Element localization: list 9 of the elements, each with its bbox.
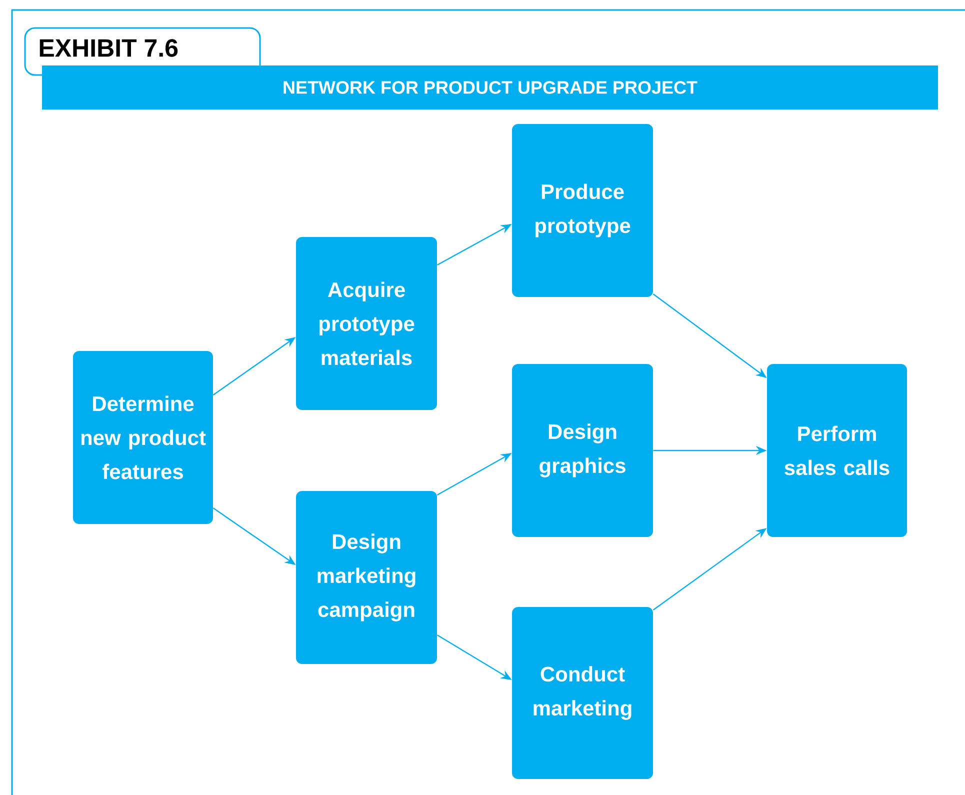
task-box: Design marketing campaign bbox=[296, 491, 437, 664]
exhibit-label: EXHIBIT 7.6 bbox=[40, 39, 178, 57]
task-box: Design graphics bbox=[512, 364, 653, 537]
task-box: Produce prototype bbox=[512, 124, 653, 297]
task-box: Acquire prototype materials bbox=[296, 237, 437, 410]
title-band: NETWORK FOR PRODUCT UPGRADE PROJECT bbox=[42, 66, 938, 110]
task-box: Conduct marketing bbox=[512, 607, 653, 779]
task-box: Determine new product features bbox=[73, 351, 213, 524]
task-box: Perform sales calls bbox=[767, 364, 908, 537]
